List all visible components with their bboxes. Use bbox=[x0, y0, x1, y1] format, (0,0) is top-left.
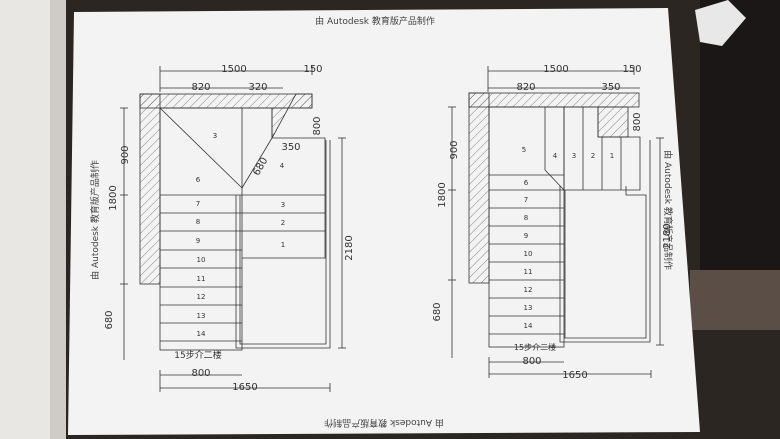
left-dim-680-left: 680 bbox=[104, 310, 115, 329]
right-dim-2180: 2180 bbox=[662, 223, 673, 248]
right-step-14: 14 bbox=[524, 322, 533, 330]
paper-sheet bbox=[68, 8, 700, 435]
right-step-6: 6 bbox=[524, 179, 529, 187]
right-wall-corner bbox=[597, 106, 629, 138]
left-step-10: 10 bbox=[197, 256, 206, 264]
left-step-13: 13 bbox=[197, 312, 206, 320]
left-dim-1500: 1500 bbox=[221, 64, 246, 75]
notebook-left-edge bbox=[50, 0, 66, 439]
left-dim-1650: 1650 bbox=[232, 382, 257, 393]
right-dim-350: 350 bbox=[601, 82, 620, 93]
right-plan-labels: 1500 150 820 350 800 900 1800 680 2180 8… bbox=[432, 64, 673, 381]
right-dim-820: 820 bbox=[516, 82, 535, 93]
watermark-bottom: 由 Autodesk 教育版产品制作 bbox=[324, 417, 444, 429]
right-step-13: 13 bbox=[524, 304, 533, 312]
right-step-5: 5 bbox=[522, 146, 526, 154]
left-step-r2: 2 bbox=[281, 219, 285, 227]
left-stair-plan bbox=[120, 66, 346, 392]
right-step-10: 10 bbox=[524, 250, 533, 258]
right-dim-150: 150 bbox=[622, 64, 641, 75]
left-dim-2180: 2180 bbox=[344, 235, 355, 260]
right-dim-1650: 1650 bbox=[562, 370, 587, 381]
left-step-r3: 3 bbox=[281, 201, 285, 209]
left-plan-labels: 1500 150 820 320 800 900 1800 680 2180 6… bbox=[104, 64, 355, 393]
left-step-14: 14 bbox=[197, 330, 206, 338]
left-dim-800-bottom: 800 bbox=[191, 368, 210, 379]
left-caption: 15步介二楼 bbox=[174, 349, 221, 361]
left-step-12: 12 bbox=[197, 293, 206, 301]
right-wall-left bbox=[468, 92, 490, 284]
left-dim-900: 900 bbox=[120, 145, 131, 164]
left-step-top: 3 bbox=[213, 132, 217, 140]
left-step-7: 7 bbox=[196, 200, 200, 208]
left-step-6: 6 bbox=[196, 176, 201, 184]
right-step-12: 12 bbox=[524, 286, 533, 294]
left-step-11: 11 bbox=[197, 275, 206, 283]
right-dim-800-bottom: 800 bbox=[522, 356, 541, 367]
laptop-edge-bottom-right bbox=[690, 270, 780, 330]
right-step-1: 1 bbox=[610, 152, 614, 160]
left-step-r1: 1 bbox=[281, 241, 285, 249]
right-dim-680-left: 680 bbox=[432, 302, 443, 321]
left-dim-350: 350 bbox=[281, 142, 300, 153]
left-step-9: 9 bbox=[196, 237, 200, 245]
right-dim-1500: 1500 bbox=[543, 64, 568, 75]
left-wall-top bbox=[139, 93, 313, 109]
watermark-side-left: 由 Autodesk 教育版产品制作 bbox=[89, 160, 101, 280]
right-step-7: 7 bbox=[524, 196, 528, 204]
left-dim-820: 820 bbox=[191, 82, 210, 93]
right-dim-1800: 1800 bbox=[437, 182, 448, 207]
left-dim-320: 320 bbox=[248, 82, 267, 93]
left-step-8: 8 bbox=[196, 218, 200, 226]
right-step-11: 11 bbox=[524, 268, 533, 276]
right-step-8: 8 bbox=[524, 214, 528, 222]
right-step-9: 9 bbox=[524, 232, 528, 240]
left-wall-left bbox=[139, 93, 161, 285]
right-stair-plan bbox=[448, 66, 664, 378]
right-step-3: 3 bbox=[572, 152, 576, 160]
left-step-mid: 4 bbox=[280, 162, 285, 170]
dark-object-right bbox=[700, 0, 780, 300]
right-wall-top bbox=[468, 92, 640, 108]
right-step-4: 4 bbox=[553, 152, 558, 160]
white-object-top-right bbox=[695, 0, 746, 46]
right-dim-800-top: 800 bbox=[632, 112, 643, 131]
left-dim-1800: 1800 bbox=[108, 185, 119, 210]
watermark-side-right: 由 Autodesk 教育版产品制作 bbox=[662, 150, 674, 270]
left-dim-800-top: 800 bbox=[312, 116, 323, 135]
right-dim-900: 900 bbox=[449, 140, 460, 159]
right-caption: 15步介二楼 bbox=[514, 342, 556, 352]
right-step-2: 2 bbox=[591, 152, 595, 160]
left-dim-150: 150 bbox=[303, 64, 322, 75]
watermark-top: 由 Autodesk 教育版产品制作 bbox=[315, 15, 435, 27]
